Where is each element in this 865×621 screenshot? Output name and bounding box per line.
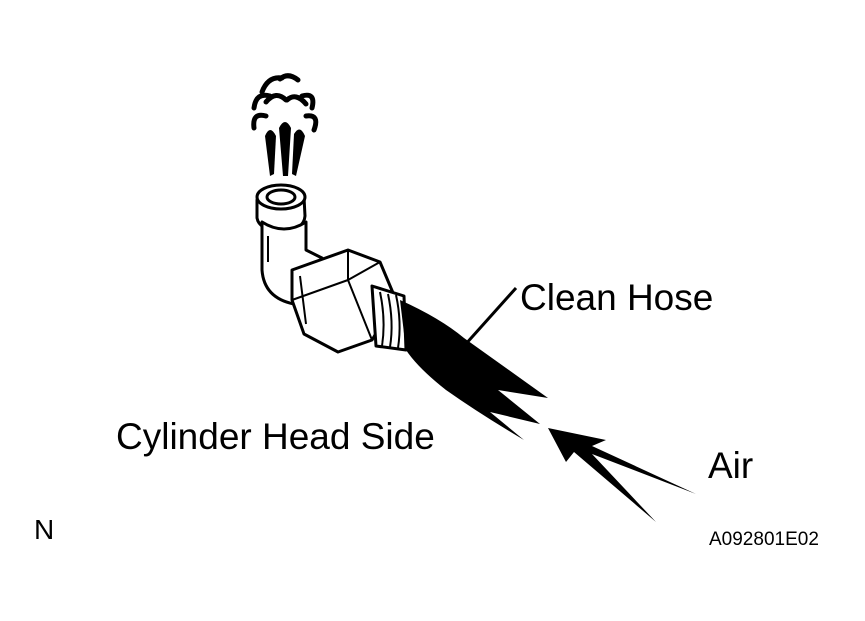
air-label: Air [708,445,754,486]
threaded-end [370,284,408,352]
clean-hose-leader-line [462,286,518,348]
clean-hose-label: Clean Hose [520,277,714,318]
air-puff-icon [251,73,319,133]
clean-hose [400,300,548,440]
view-code-label: N [34,514,55,545]
air-jet-icon [265,122,305,176]
hex-nut [290,248,398,354]
cylinder-head-side-label: Cylinder Head Side [116,416,435,457]
air-arrow-icon [548,428,696,522]
figure-id-label: A092801E02 [709,529,819,550]
